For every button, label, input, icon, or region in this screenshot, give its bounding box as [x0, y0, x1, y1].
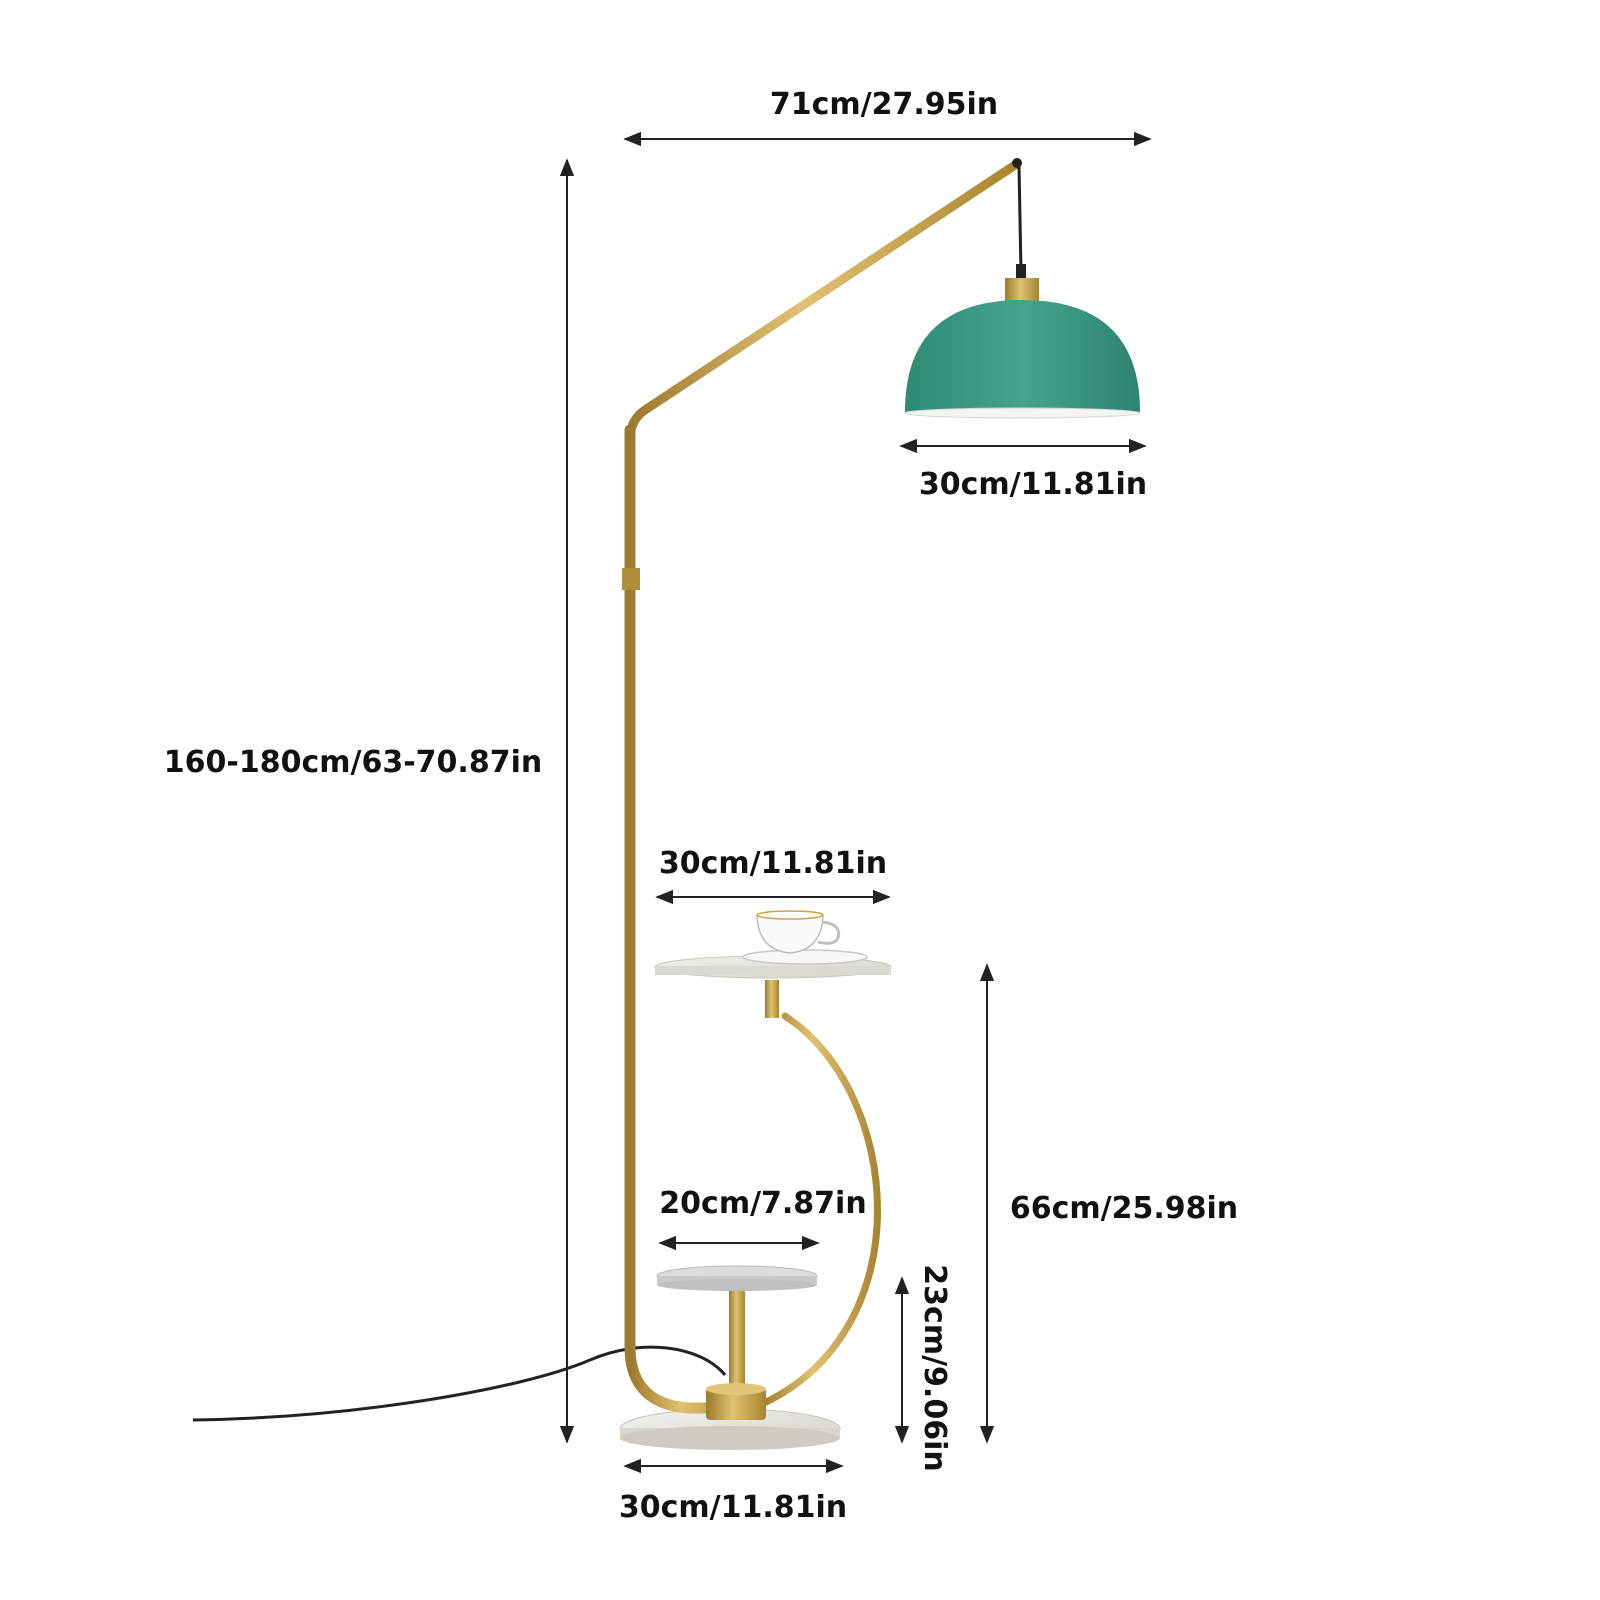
- cup-handle: [817, 920, 841, 945]
- lamp-arm: [625, 160, 1020, 445]
- saucer: [742, 949, 868, 965]
- lamp-pole: [624, 424, 751, 1414]
- lamp-illustration: [192, 158, 1141, 1450]
- c-ring-frame: [756, 1012, 881, 1409]
- cup: [756, 914, 824, 954]
- shade-socket: [1005, 278, 1039, 302]
- label-total-height: 160-180cm/63-70.87in: [164, 745, 542, 780]
- label-lower-tray-height: 23cm/9.06in: [917, 1264, 952, 1471]
- cup-rim: [756, 910, 824, 920]
- label-overall-reach: 71cm/27.95in: [770, 87, 998, 122]
- height-adjust-joint: [622, 568, 640, 590]
- label-upper-tray-diameter: 30cm/11.81in: [659, 846, 887, 881]
- shade-rim: [903, 407, 1141, 419]
- label-table-height: 66cm/25.98in: [1010, 1191, 1238, 1226]
- base-hub: [706, 1388, 766, 1420]
- lower-tray-bottom: [657, 1279, 817, 1291]
- cable-clip: [1016, 264, 1026, 278]
- dimension-lines: [559, 131, 1152, 1474]
- label-base-diameter: 30cm/11.81in: [619, 1490, 847, 1525]
- marble-base-bottom: [620, 1426, 840, 1450]
- dimension-labels: 71cm/27.95in 30cm/11.81in 160-180cm/63-7…: [164, 87, 1238, 1525]
- upper-tray-edge: [655, 966, 891, 975]
- upper-tray-stem: [765, 980, 779, 1018]
- lamp-shade: [905, 300, 1140, 412]
- arm-tip: [1012, 158, 1022, 168]
- power-cord: [192, 1345, 727, 1422]
- lower-tray-stem: [729, 1285, 745, 1390]
- base-hub-top: [706, 1383, 766, 1395]
- hanging-cable: [1017, 165, 1023, 273]
- label-shade-diameter: 30cm/11.81in: [919, 467, 1147, 502]
- label-lower-tray-diameter: 20cm/7.87in: [659, 1186, 866, 1221]
